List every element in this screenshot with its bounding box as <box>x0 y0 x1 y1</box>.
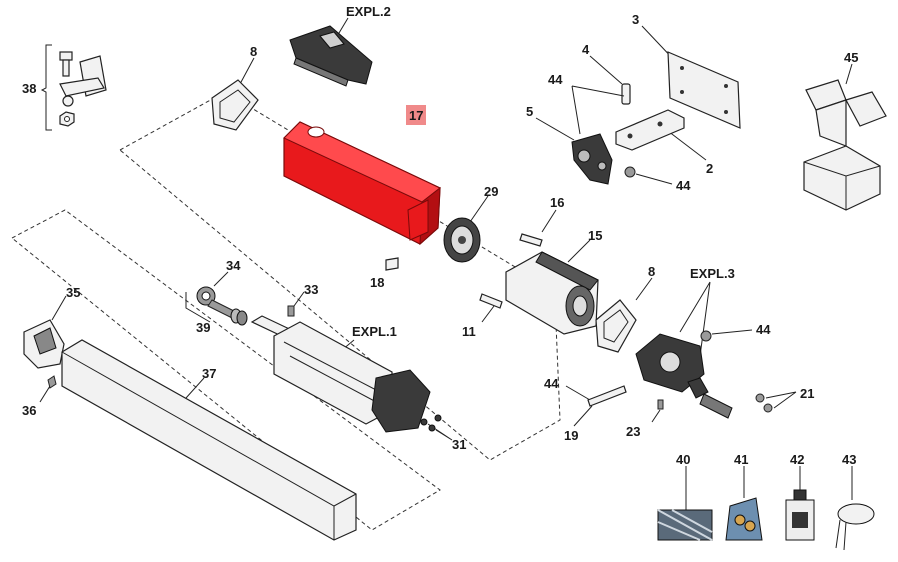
part-33-screw[interactable] <box>287 291 305 317</box>
part-21-screws[interactable] <box>755 391 797 413</box>
label-23: 23 <box>626 424 640 439</box>
part-23-screw[interactable] <box>651 399 664 423</box>
label-44-upper: 44 <box>548 72 563 87</box>
part-4-pin[interactable] <box>589 55 631 105</box>
label-41: 41 <box>734 452 748 467</box>
label-44-bolt: 44 <box>544 376 559 391</box>
label-16: 16 <box>550 195 564 210</box>
part-34-eye-bolt[interactable] <box>196 271 237 319</box>
part-5-release-lever[interactable] <box>535 117 613 185</box>
part-44-nut-gearbox[interactable] <box>700 329 753 342</box>
label-42: 42 <box>790 452 804 467</box>
label-2: 2 <box>706 161 713 176</box>
label-36: 36 <box>22 403 36 418</box>
part-38-bracket-kit[interactable] <box>40 44 107 131</box>
label-33: 33 <box>304 282 318 297</box>
label-4: 4 <box>582 42 590 57</box>
label-11: 11 <box>462 324 476 339</box>
part-43-capacitor[interactable] <box>835 466 875 551</box>
part-36-screw[interactable] <box>39 375 57 403</box>
part-8-gasket-upper[interactable] <box>211 57 259 131</box>
part-40-accessory-pack[interactable] <box>657 466 713 541</box>
label-38: 38 <box>22 81 36 96</box>
label-35: 35 <box>66 285 80 300</box>
label-40: 40 <box>676 452 690 467</box>
part-expl1-actuator[interactable] <box>250 315 431 433</box>
part-16-pin[interactable] <box>519 209 557 247</box>
part-41-screw-bag[interactable] <box>725 466 763 541</box>
label-expl3: EXPL.3 <box>690 266 735 281</box>
label-39: 39 <box>196 320 210 335</box>
label-5: 5 <box>526 104 533 119</box>
part-19-bolt[interactable] <box>565 385 627 427</box>
label-44-gearbox: 44 <box>756 322 771 337</box>
label-19: 19 <box>564 428 578 443</box>
part-29-coupling[interactable] <box>443 195 489 263</box>
label-17-badge <box>406 105 426 125</box>
label-18: 18 <box>370 275 384 290</box>
label-44-right: 44 <box>676 178 691 193</box>
part-11-pin[interactable] <box>479 293 503 323</box>
label-expl1: EXPL.1 <box>352 324 397 339</box>
part-31-screws[interactable] <box>420 414 453 441</box>
assembly-outline-lower <box>11 209 441 531</box>
part-44-nut-right[interactable] <box>624 166 673 185</box>
label-3: 3 <box>632 12 639 27</box>
part-3-plate[interactable] <box>641 25 741 129</box>
part-42-oil-bottle[interactable] <box>785 466 815 541</box>
leader-44-upper <box>571 85 625 135</box>
label-8-upper: 8 <box>250 44 257 59</box>
label-31: 31 <box>452 437 466 452</box>
part-35-end-cap[interactable] <box>23 295 67 369</box>
label-43: 43 <box>842 452 856 467</box>
part-45-box[interactable] <box>803 63 887 211</box>
part-expl3-gearbox[interactable] <box>635 281 733 419</box>
part-39-washer-set[interactable] <box>185 292 248 326</box>
part-15-motor[interactable] <box>505 239 599 335</box>
label-17: 17 <box>409 108 423 123</box>
label-45: 45 <box>844 50 858 65</box>
label-34: 34 <box>226 258 241 273</box>
part-2-bar[interactable] <box>615 109 707 161</box>
part-17-motor-housing[interactable] <box>283 121 441 246</box>
part-expl2-cover[interactable] <box>289 17 373 87</box>
label-expl2: EXPL.2 <box>346 4 391 19</box>
label-8-lower: 8 <box>648 264 655 279</box>
label-21: 21 <box>800 386 814 401</box>
label-15: 15 <box>588 228 602 243</box>
label-37: 37 <box>202 366 216 381</box>
part-18-tab[interactable] <box>385 257 399 271</box>
part-37-profile[interactable] <box>61 339 357 541</box>
label-29: 29 <box>484 184 498 199</box>
part-8-gasket-lower[interactable] <box>595 277 653 353</box>
